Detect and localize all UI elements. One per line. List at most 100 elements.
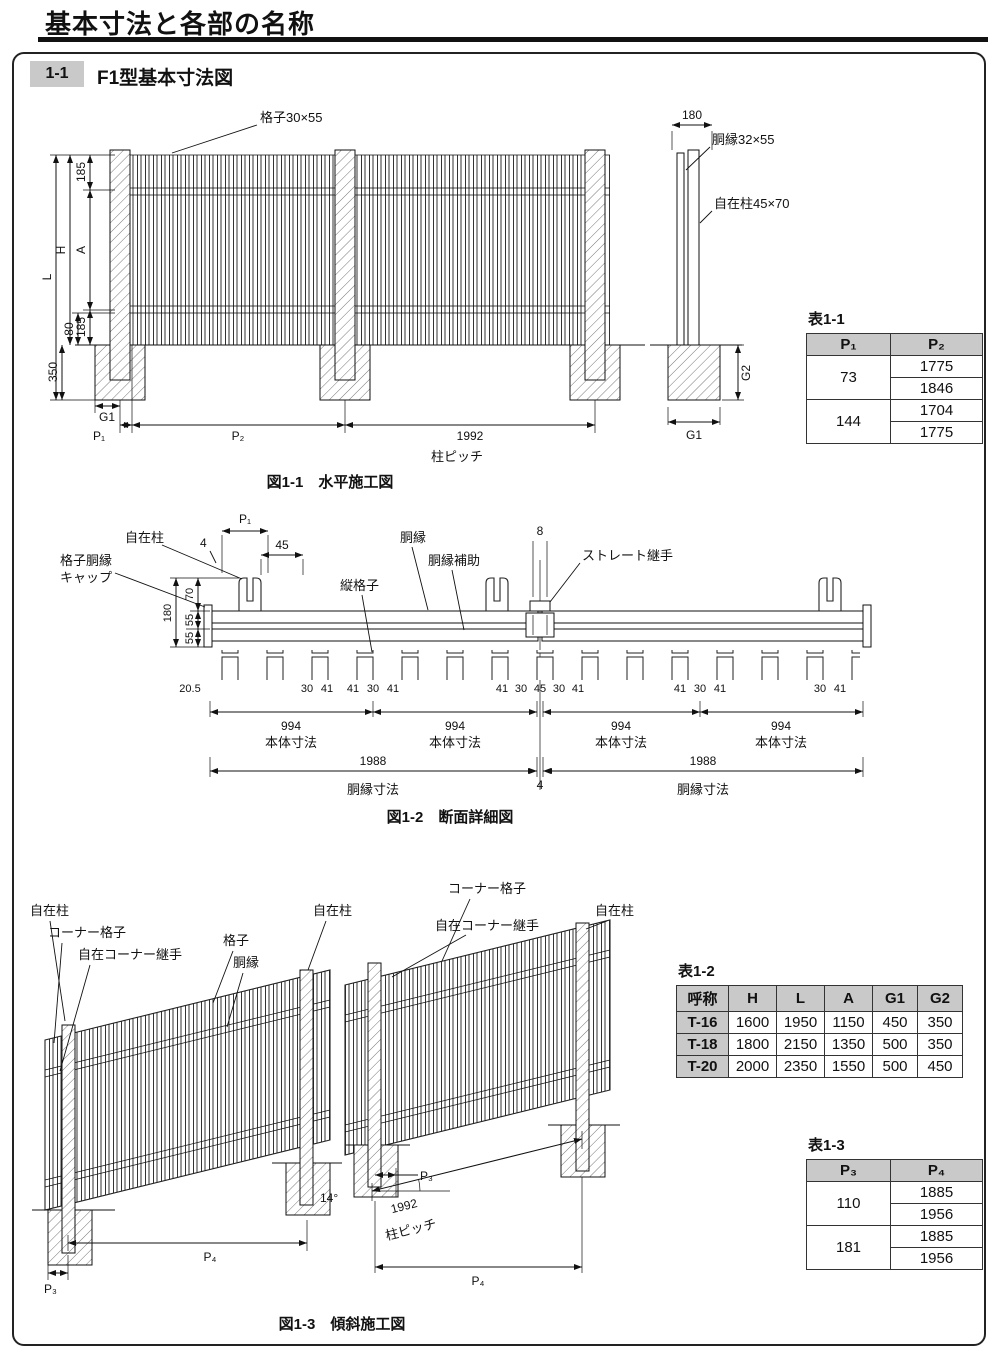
table-cell: 1775: [890, 421, 983, 444]
table-cell: 1150: [824, 1011, 873, 1034]
body-dim-label: 本体寸法: [595, 735, 647, 750]
dim-P4: P₄: [204, 1250, 217, 1264]
table-cell: 1950: [776, 1011, 825, 1034]
dim-small: 41: [347, 683, 359, 695]
content-border-box: [12, 52, 986, 1346]
top-dimensions: P₁ 4 45 8: [200, 512, 548, 597]
body-dim-label: 本体寸法: [755, 735, 807, 750]
dim-small: 30: [553, 683, 565, 695]
straight-joint-detail: [525, 600, 555, 638]
left-dimensions: 70 55 55 180: [162, 577, 239, 648]
table-cell: T-16: [676, 1011, 729, 1034]
column-header: P₂: [890, 333, 983, 356]
table-1-2: 呼称 H L A G1 G2 T-16 1600 1950 1150 450 3…: [676, 985, 963, 1078]
figure-1-1-caption: 図1-1 水平施工図: [266, 474, 394, 491]
dim-small: 41: [834, 683, 846, 695]
table-cell: 1885: [890, 1225, 983, 1248]
rail-size-label: 胴縁32×55: [712, 132, 775, 147]
dim-small: 30: [515, 683, 527, 695]
page-title: 基本寸法と各部の名称: [45, 9, 316, 39]
grid-size-label: 格子30×55: [260, 110, 323, 125]
column-header: L: [776, 985, 825, 1012]
section-title: F1型基本寸法図: [97, 68, 234, 89]
table-cell: 450: [872, 1011, 918, 1034]
dim-small: 30: [814, 683, 826, 695]
dim-185-top: 185: [74, 162, 88, 182]
body-dim-label: 本体寸法: [265, 735, 317, 750]
table-cell: 1600: [728, 1011, 777, 1034]
column-header: A: [824, 985, 873, 1012]
post-size-label: 自在柱45×70: [714, 196, 790, 211]
post-pitch-label: 柱ピッチ: [384, 1216, 438, 1243]
post-channel: [818, 577, 842, 611]
rail-plan-view: [203, 560, 872, 790]
table-cell: 1885: [890, 1181, 983, 1204]
left-dimensions: L H 185 A 185 80 350: [40, 154, 115, 401]
table-cell: 1550: [824, 1055, 873, 1078]
part-callouts: 自在柱 格子胴縁 キャップ 縦格子 胴縁 胴縁補助 ストレート継手: [60, 530, 673, 653]
rail-dim-label: 胴縁寸法: [347, 782, 399, 797]
dim-small: 30: [301, 683, 313, 695]
dim-angle: 14°: [320, 1191, 338, 1205]
dim-70: 70: [184, 588, 196, 600]
rail-sub-label: 胴縁補助: [428, 553, 480, 568]
span-dimensions: 994 994 994 994 本体寸法 本体寸法 本体寸法 本体寸法 1988…: [209, 701, 864, 797]
column-header: G1: [872, 985, 918, 1012]
dim-55b: 55: [184, 632, 196, 644]
table-cell: 1350: [824, 1033, 873, 1056]
figure-1-2-caption: 図1-2 断面詳細図: [386, 809, 514, 826]
dim-P1: P₁: [93, 429, 105, 443]
rail-label: 胴縁: [233, 955, 259, 970]
table-cell: 1846: [890, 377, 983, 400]
dim-4-center: 4: [537, 778, 544, 792]
fence-post: [109, 149, 606, 381]
cap-label-line1: 格子胴縁: [60, 553, 112, 568]
column-header: P₃: [806, 1159, 891, 1182]
post-label: 自在柱: [30, 903, 69, 918]
table-cell: 500: [872, 1055, 918, 1078]
dim-small: 41: [496, 683, 508, 695]
side-view: 180 胴縁32×55 自在柱45×70 G2 G1: [667, 108, 790, 442]
dim-H: H: [54, 246, 68, 255]
table-cell: 1775: [890, 355, 983, 378]
figure-1-2-drawing: 70 55 55 180 P₁ 4 45 8 自在柱 格子胴縁 キャップ: [60, 512, 872, 797]
rail-dim-label: 胴縁寸法: [677, 782, 729, 797]
dim-P3: P₃: [44, 1282, 57, 1296]
footing: [94, 344, 621, 401]
table-cell: 1800: [728, 1033, 777, 1056]
dim-P1: P₁: [239, 512, 251, 526]
table-1-3-title: 表1-3: [808, 1137, 845, 1154]
fence-post: [61, 922, 590, 1254]
part-callouts: 自在柱 コーナー格子 自在コーナー継手 格子 胴縁 自在柱 コーナー格子 自在コ…: [30, 881, 634, 1072]
fence-elevation: [75, 149, 742, 401]
rail-label: 胴縁: [400, 530, 426, 545]
corner-grid-label: コーナー格子: [448, 881, 526, 896]
section-tag: 1-1: [30, 61, 84, 87]
dim-small: 30: [367, 683, 379, 695]
dim-L: L: [40, 273, 54, 280]
table-cell: 144: [806, 399, 891, 444]
dim-1992: 1992: [457, 429, 484, 443]
table-cell: 450: [917, 1055, 963, 1078]
table-cell: 1956: [890, 1247, 983, 1270]
dim-1988: 1988: [690, 754, 717, 768]
column-header: G2: [917, 985, 963, 1012]
dim-180: 180: [162, 604, 174, 622]
sloped-panel-right: [344, 919, 611, 1156]
table-cell: 350: [917, 1011, 963, 1034]
dim-55a: 55: [184, 614, 196, 626]
vertical-slat-label: 縦格子: [340, 578, 379, 593]
table-cell: 2000: [728, 1055, 777, 1078]
post-pitch-label: 柱ピッチ: [431, 449, 483, 464]
dim-994: 994: [281, 719, 301, 733]
post-label: 自在柱: [125, 530, 164, 545]
table-cell: 1956: [890, 1203, 983, 1226]
dim-G1: G1: [99, 410, 115, 424]
corner-joint-label: 自在コーナー継手: [78, 947, 182, 962]
table-cell: 2150: [776, 1033, 825, 1056]
dim-small: 45: [534, 683, 546, 695]
table-cell: 350: [917, 1033, 963, 1056]
bottom-dimensions: P₃ P₄ P₃ P₄: [44, 1168, 583, 1296]
